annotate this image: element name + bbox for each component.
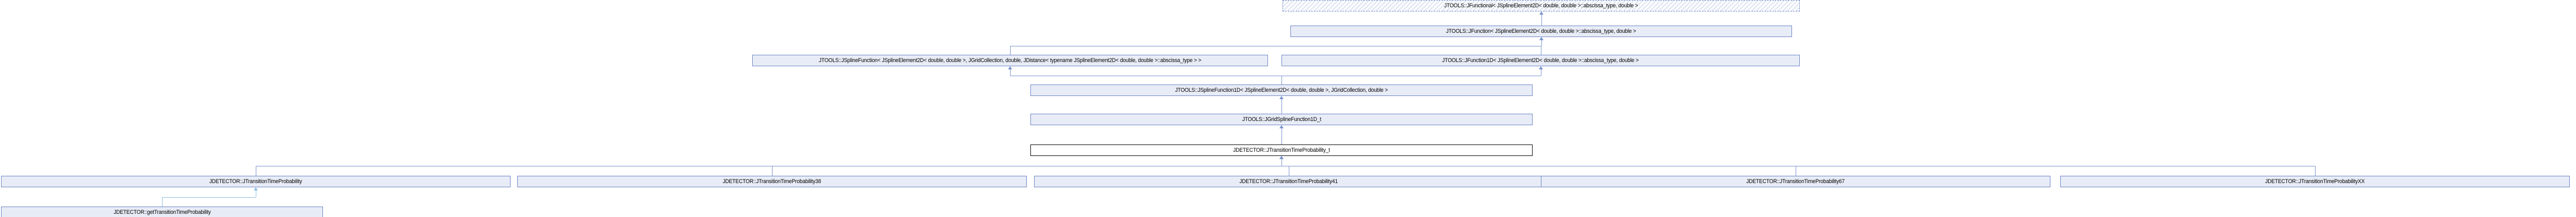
class-node-n1[interactable]: JTOOLS::JFunctional< JSplineElement2D< d… [1283,0,1800,11]
edge-segment [162,197,163,207]
class-node-n3[interactable]: JTOOLS::JSplineFunction< JSplineElement2… [752,55,1268,66]
class-node-n4[interactable]: JTOOLS::JFunction1D< JSplineElement2D< d… [1281,55,1800,66]
inheritance-arrow-icon [254,187,258,190]
class-node-n9[interactable]: JDETECTOR::JTransitionTimeProbability38 [517,176,1027,187]
edge-segment [1541,19,1542,26]
inheritance-arrow-icon [1279,125,1284,128]
edge-segment [1541,40,1542,46]
edge-segment [1010,46,1011,55]
class-node-n7[interactable]: JDETECTOR::JTransitionTimeProbability_t [1030,144,1533,156]
inheritance-arrow-icon [1539,37,1544,40]
inheritance-arrow-icon [1279,156,1284,159]
class-node-label: JDETECTOR::getTransitionTimeProbability [113,209,211,215]
edge-segment [1281,159,1282,166]
edge-segment [1541,14,1542,19]
class-node-n2[interactable]: JTOOLS::JFunction< JSplineElement2D< dou… [1290,26,1792,37]
class-node-label: JDETECTOR::JTransitionTimeProbability38 [723,178,822,185]
edge-segment [772,166,773,176]
edge-segment [1281,99,1282,105]
edge-segment [1281,105,1282,114]
class-node-label: JDETECTOR::JTransitionTimeProbabilityXX [2265,178,2365,185]
edge-segment [1281,135,1282,144]
inheritance-arrow-icon [1539,66,1543,69]
class-node-label: JTOOLS::JGridSplineFunction1D_t [1242,116,1321,123]
class-node-label: JDETECTOR::JTransitionTimeProbability [209,178,302,185]
inheritance-arrow-icon [1539,11,1544,15]
class-node-label: JTOOLS::JFunction1D< JSplineElement2D< d… [1442,57,1639,64]
class-node-label: JDETECTOR::JTransitionTimeProbability67 [1746,178,1845,185]
edge-segment [1010,69,1011,76]
class-node-label: JDETECTOR::JTransitionTimeProbability41 [1239,178,1338,185]
class-node-n12[interactable]: JDETECTOR::JTransitionTimeProbabilityXX [2060,176,2570,187]
class-node-n10[interactable]: JDETECTOR::JTransitionTimeProbability41 [1034,176,1544,187]
inheritance-arrow-icon [1279,96,1284,99]
class-node-label: JTOOLS::JFunction< JSplineElement2D< dou… [1446,28,1636,34]
edge-segment [1281,128,1282,135]
class-node-n5[interactable]: JTOOLS::JSplineFunction1D< JSplineElemen… [1030,85,1533,96]
edge-segment [2315,166,2316,176]
class-node-label: JTOOLS::JSplineFunction1D< JSplineElemen… [1175,87,1388,93]
class-node-n8[interactable]: JDETECTOR::JTransitionTimeProbability [1,176,511,187]
inheritance-arrow-icon [1008,66,1012,69]
class-node-n13[interactable]: JDETECTOR::getTransitionTimeProbability [1,207,323,217]
class-node-label: JDETECTOR::JTransitionTimeProbability_t [1233,147,1330,153]
class-node-n11[interactable]: JDETECTOR::JTransitionTimeProbability67 [1541,176,2050,187]
class-node-label: JTOOLS::JFunctional< JSplineElement2D< d… [1444,2,1638,9]
edge-segment [1281,76,1282,85]
edge-segment [162,197,256,198]
class-node-n6[interactable]: JTOOLS::JGridSplineFunction1D_t [1030,114,1533,125]
class-node-label: JTOOLS::JSplineFunction< JSplineElement2… [819,57,1201,64]
